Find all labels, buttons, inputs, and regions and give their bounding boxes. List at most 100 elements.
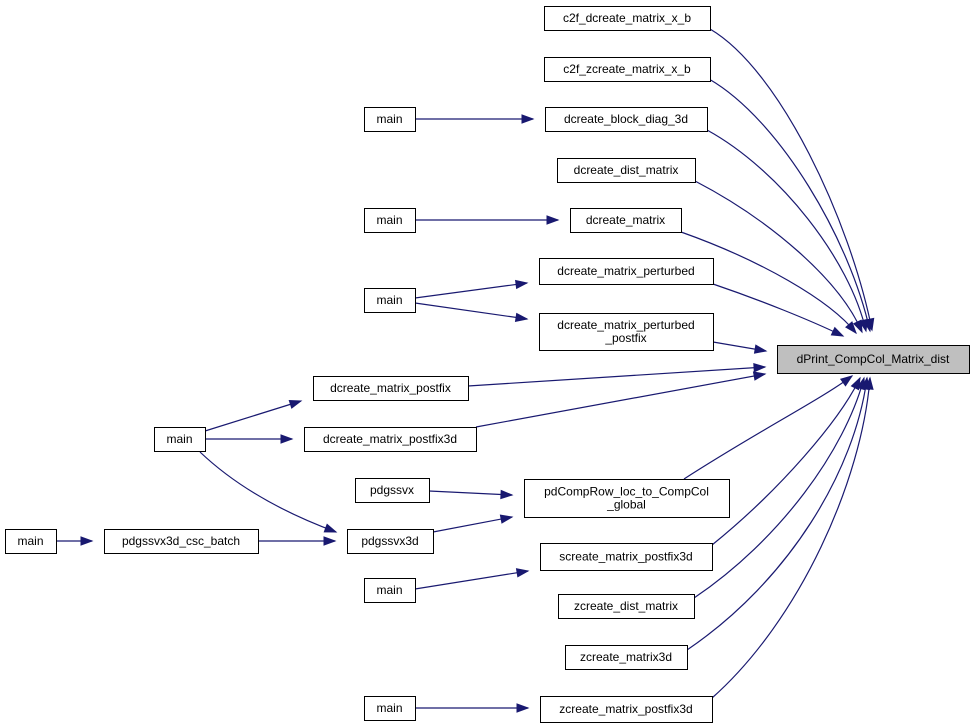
- function-node-main_postfix[interactable]: main: [154, 427, 206, 452]
- edge-pdgssvx-to-pdcomprow: [428, 489, 514, 500]
- arrowhead-icon: [499, 514, 514, 524]
- edge-line: [199, 451, 337, 533]
- edge-line: [686, 377, 868, 651]
- function-node-main_batch[interactable]: main: [5, 529, 57, 554]
- edge-pert_postfix-to-root: [712, 341, 768, 354]
- edge-line: [711, 377, 861, 546]
- edge-main_batch-to-batch: [56, 536, 94, 546]
- node-label: main: [376, 701, 402, 715]
- edge-batch-to-pdgssvx3d: [258, 536, 337, 546]
- node-box: [364, 107, 416, 132]
- arrowhead-icon: [830, 326, 845, 337]
- function-node-z_postfix3d[interactable]: zcreate_matrix_postfix3d: [540, 696, 713, 723]
- arrowhead-icon: [515, 568, 530, 578]
- node-box: [5, 529, 57, 554]
- arrowhead-icon: [521, 114, 535, 124]
- function-node-dmatrix[interactable]: dcreate_matrix: [570, 208, 682, 233]
- function-node-main_block[interactable]: main: [364, 107, 416, 132]
- function-node-perturbed[interactable]: dcreate_matrix_perturbed: [539, 258, 714, 285]
- edge-line: [414, 302, 528, 320]
- edge-c2f_z-to-root: [708, 78, 872, 333]
- node-box: [304, 427, 477, 452]
- edge-line: [680, 231, 857, 334]
- node-box: [557, 158, 696, 183]
- function-node-block3d[interactable]: dcreate_block_diag_3d: [545, 107, 708, 132]
- node-label: main: [166, 432, 192, 446]
- node-box: [104, 529, 259, 554]
- node-box: [565, 645, 688, 670]
- edge-line: [709, 28, 873, 331]
- node-box: [347, 529, 434, 554]
- arrowhead-icon: [516, 703, 530, 713]
- node-label: dcreate_matrix_perturbed: [557, 264, 694, 278]
- node-label: main: [376, 112, 402, 126]
- edge-main_postfix-to-postfix: [204, 399, 303, 432]
- node-label: main: [376, 293, 402, 307]
- edge-main_postfix-to-pdgssvx3d: [199, 451, 338, 533]
- function-node-z3d[interactable]: zcreate_matrix3d: [565, 645, 688, 670]
- edge-s_postfix3d-to-root: [711, 376, 861, 546]
- function-node-main_dmatrix[interactable]: main: [364, 208, 416, 233]
- function-node-pdcomprow[interactable]: pdCompRow_loc_to_CompCol_global: [524, 479, 730, 518]
- edge-line: [712, 283, 844, 337]
- node-label: zcreate_matrix3d: [580, 650, 672, 664]
- function-node-zdist[interactable]: zcreate_dist_matrix: [558, 594, 695, 619]
- node-box: [364, 578, 416, 603]
- node-label: pdCompRow_loc_to_CompCol: [544, 485, 709, 499]
- arrowhead-icon: [500, 489, 514, 500]
- node-box: [545, 107, 708, 132]
- node-label: dcreate_block_diag_3d: [564, 112, 688, 126]
- arrowhead-icon: [323, 536, 337, 546]
- function-node-c2f_z[interactable]: c2f_zcreate_matrix_x_b: [544, 57, 711, 82]
- edge-line: [706, 129, 867, 332]
- nodes: dPrint_CompCol_Matrix_dist c2f_dcreate_ma…: [5, 6, 970, 723]
- edges: [56, 28, 875, 713]
- function-node-s_postfix3d[interactable]: screate_matrix_postfix3d: [540, 543, 713, 571]
- function-node-dist[interactable]: dcreate_dist_matrix: [557, 158, 696, 183]
- arrowhead-icon: [753, 363, 767, 373]
- node-box: [539, 258, 714, 285]
- edge-line: [204, 400, 302, 432]
- node-box: [558, 594, 695, 619]
- node-box: [540, 543, 713, 571]
- node-label: pdgssvx3d_csc_batch: [122, 534, 240, 548]
- node-box: [364, 208, 416, 233]
- edge-line: [708, 78, 871, 332]
- edge-perturbed-to-root: [712, 283, 845, 337]
- function-node-pert_postfix[interactable]: dcreate_matrix_perturbed_postfix: [539, 313, 714, 351]
- node-label: dcreate_matrix_postfix3d: [323, 432, 457, 446]
- node-label: pdgssvx: [370, 483, 414, 497]
- node-box: [313, 376, 469, 401]
- node-label: dcreate_matrix_postfix: [330, 381, 451, 395]
- arrowhead-icon: [845, 321, 857, 335]
- edge-main_pert-to-pert_postfix: [414, 302, 529, 323]
- arrowhead-icon: [852, 319, 863, 334]
- node-label: main: [376, 583, 402, 597]
- edge-main_pert-to-perturbed: [414, 279, 529, 299]
- function-node-main_z[interactable]: main: [364, 696, 416, 721]
- function-node-postfix3d[interactable]: dcreate_matrix_postfix3d: [304, 427, 477, 452]
- edge-main_postfix-to-postfix3d: [205, 434, 294, 444]
- edge-line: [414, 282, 528, 299]
- function-node-main_pert[interactable]: main: [364, 288, 416, 313]
- function-node-pdgssvx3d[interactable]: pdgssvx3d: [347, 529, 434, 554]
- function-node-pdgssvx[interactable]: pdgssvx: [355, 478, 430, 503]
- arrowhead-icon: [280, 434, 294, 444]
- function-node-postfix[interactable]: dcreate_matrix_postfix: [313, 376, 469, 401]
- function-node-main_s[interactable]: main: [364, 578, 416, 603]
- function-node-batch[interactable]: pdgssvx3d_csc_batch: [104, 529, 259, 554]
- arrowhead-icon: [839, 375, 854, 387]
- node-box: [570, 208, 682, 233]
- node-label: dcreate_dist_matrix: [574, 163, 679, 177]
- node-box: [540, 696, 713, 723]
- node-box: [544, 57, 711, 82]
- function-node-c2f_d[interactable]: c2f_dcreate_matrix_x_b: [544, 6, 711, 31]
- root-function-node[interactable]: dPrint_CompCol_Matrix_dist: [777, 345, 970, 374]
- node-label: pdgssvx3d: [361, 534, 418, 548]
- edge-main_z-to-z_postfix3d: [415, 703, 530, 713]
- edge-pdcomprow-to-root: [683, 375, 854, 480]
- edge-main_s-to-s_postfix3d: [414, 568, 530, 590]
- edge-line: [693, 377, 865, 599]
- edge-line: [475, 373, 766, 428]
- node-label: zcreate_matrix_postfix3d: [559, 702, 692, 716]
